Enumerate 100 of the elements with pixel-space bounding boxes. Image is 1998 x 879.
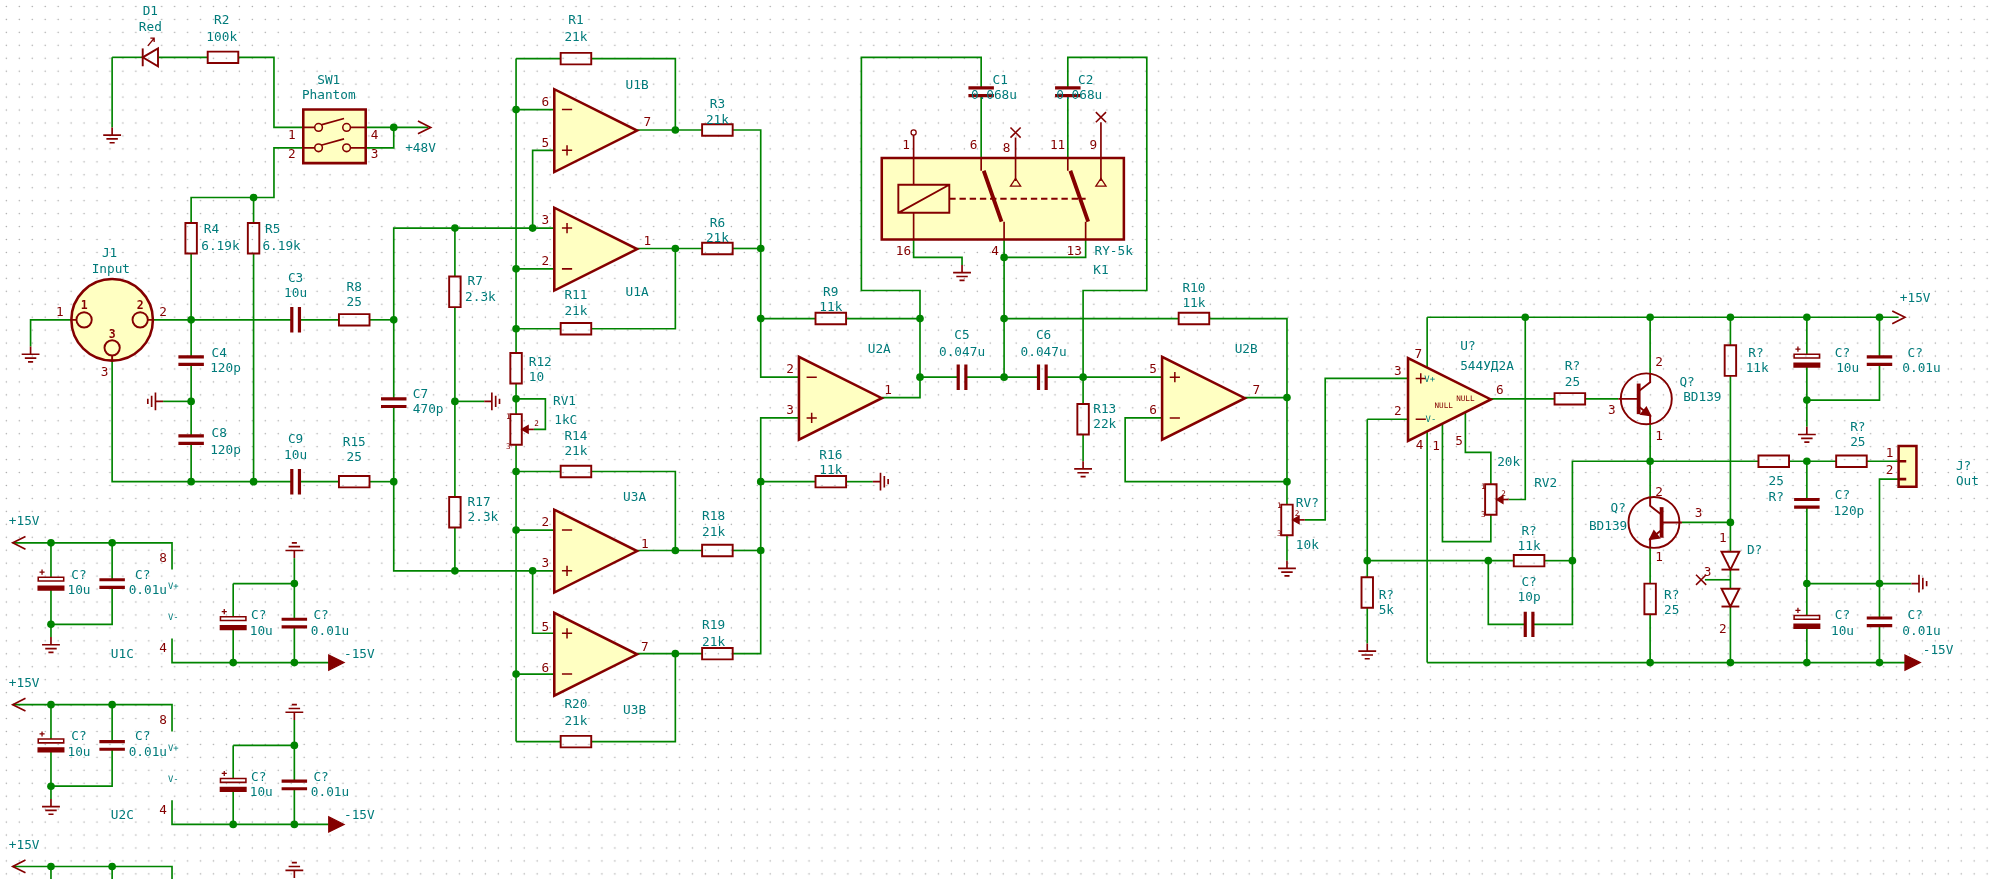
component-label: U2B: [1234, 342, 1258, 356]
component-label: R7: [467, 275, 483, 288]
component-label: 120p: [210, 443, 241, 457]
pin-number: 1: [884, 383, 892, 397]
component-label: R11: [564, 289, 588, 302]
component-label: C?: [1834, 346, 1851, 360]
component-label: U?: [1460, 340, 1476, 353]
pin-number: 2: [287, 147, 296, 161]
component-label: R5: [265, 223, 281, 236]
power-net-label: -15V: [1922, 643, 1954, 657]
pin-number: 3: [108, 329, 116, 341]
pin-number: 1: [1718, 531, 1727, 545]
pin-name: V-: [167, 775, 179, 785]
component-label: 5k: [1378, 604, 1395, 617]
component-label: 0.01u: [128, 583, 167, 597]
component-label: 21k: [564, 30, 588, 44]
component-label: 10p: [1517, 591, 1541, 604]
component-label: C?: [1907, 346, 1923, 360]
component-label: 25: [346, 451, 362, 464]
component-label: 10u: [249, 786, 273, 799]
power-net-label: +48V: [405, 141, 436, 155]
pin-number: 3: [370, 147, 379, 161]
pin-number: 16: [895, 244, 912, 258]
component-label: 21k: [705, 113, 729, 127]
component-label: R?: [1748, 346, 1764, 360]
component-label: R?: [1521, 525, 1537, 538]
component-label: R2: [214, 14, 230, 27]
pin-number: 5: [541, 620, 550, 634]
component-label: R4: [203, 223, 220, 236]
component-label: 6.19k: [262, 239, 301, 253]
pin-number: 3: [1694, 507, 1703, 520]
component-label: 11k: [1745, 361, 1769, 375]
component-label: D?: [1746, 544, 1763, 557]
component-label: C?: [71, 568, 87, 582]
component-label: R?: [1664, 588, 1680, 602]
component-label: C9: [287, 433, 304, 446]
component-label: C7: [412, 387, 429, 401]
component-label: 0.01u: [1902, 624, 1941, 638]
component-label: R19: [702, 619, 726, 632]
pin-number: 1: [643, 234, 652, 248]
pin-number: 1: [1655, 429, 1663, 443]
component-label: 10u: [284, 448, 308, 462]
component-label: U1A: [625, 285, 649, 299]
component-label: 21k: [564, 304, 588, 318]
component-label: 21k: [705, 231, 729, 245]
component-label: 25: [1564, 375, 1581, 389]
component-label: 0.068u: [970, 89, 1017, 102]
component-label: 10u: [249, 624, 273, 638]
pin-number: 2: [541, 254, 550, 268]
component-label: C3: [287, 271, 304, 285]
pin-number: 1: [1432, 439, 1440, 453]
component-label: RV2: [1534, 476, 1558, 490]
component-label: R18: [702, 509, 726, 523]
component-label: R20: [564, 698, 588, 711]
pin-number: 1: [287, 128, 296, 142]
power-net-label: -15V: [344, 809, 375, 822]
component-label: RV?: [1295, 496, 1319, 510]
component-label: R9: [823, 285, 839, 299]
component-label: R1: [568, 14, 584, 27]
component-label: 21k: [564, 444, 588, 458]
component-label: 21k: [564, 714, 588, 728]
component-label: 0.01u: [310, 624, 350, 638]
component-label: R3: [709, 98, 726, 111]
component-label: R8: [346, 280, 362, 294]
pin-number: 1: [56, 305, 64, 319]
component-label: 25: [346, 295, 362, 309]
component-label: R15: [342, 435, 366, 449]
component-label: C8: [211, 426, 227, 440]
pin-number: 3: [541, 214, 550, 227]
pin-number: 6: [541, 661, 550, 675]
component-label: J1: [101, 247, 118, 260]
pin-number: 3: [1394, 364, 1402, 378]
component-label: 10k: [1295, 539, 1319, 552]
component-label: R17: [467, 495, 491, 509]
component-label: C2: [1077, 73, 1094, 87]
component-label: Phantom: [301, 89, 356, 102]
pin-number: 2: [541, 516, 550, 529]
pin-number: 2: [1655, 355, 1663, 369]
component-label: 10u: [284, 286, 308, 300]
pin-name: V+: [167, 582, 179, 592]
component-label: 0.068u: [1056, 89, 1103, 102]
pin-number: 2: [786, 363, 794, 376]
component-label: 21k: [702, 526, 726, 539]
component-label: 120p: [1833, 504, 1865, 518]
component-label: 544УД2А: [1460, 359, 1514, 373]
pin-number: 6: [969, 138, 978, 152]
component-label: R16: [819, 448, 843, 462]
component-label: R14: [564, 429, 588, 443]
component-label: U2C: [110, 809, 134, 822]
pin-number: 3: [541, 556, 550, 570]
component-label: D1: [142, 5, 159, 18]
pin-number: 4: [370, 128, 379, 142]
pin-number: 2: [1394, 405, 1402, 418]
component-label: 25: [1664, 604, 1680, 617]
component-label: BD139: [1588, 519, 1628, 533]
component-label: 2.3k: [467, 510, 499, 524]
component-label: SW1: [317, 73, 341, 87]
component-label: C?: [135, 568, 151, 582]
pin-number: 9: [1089, 138, 1098, 152]
component-label: 21k: [702, 635, 726, 649]
